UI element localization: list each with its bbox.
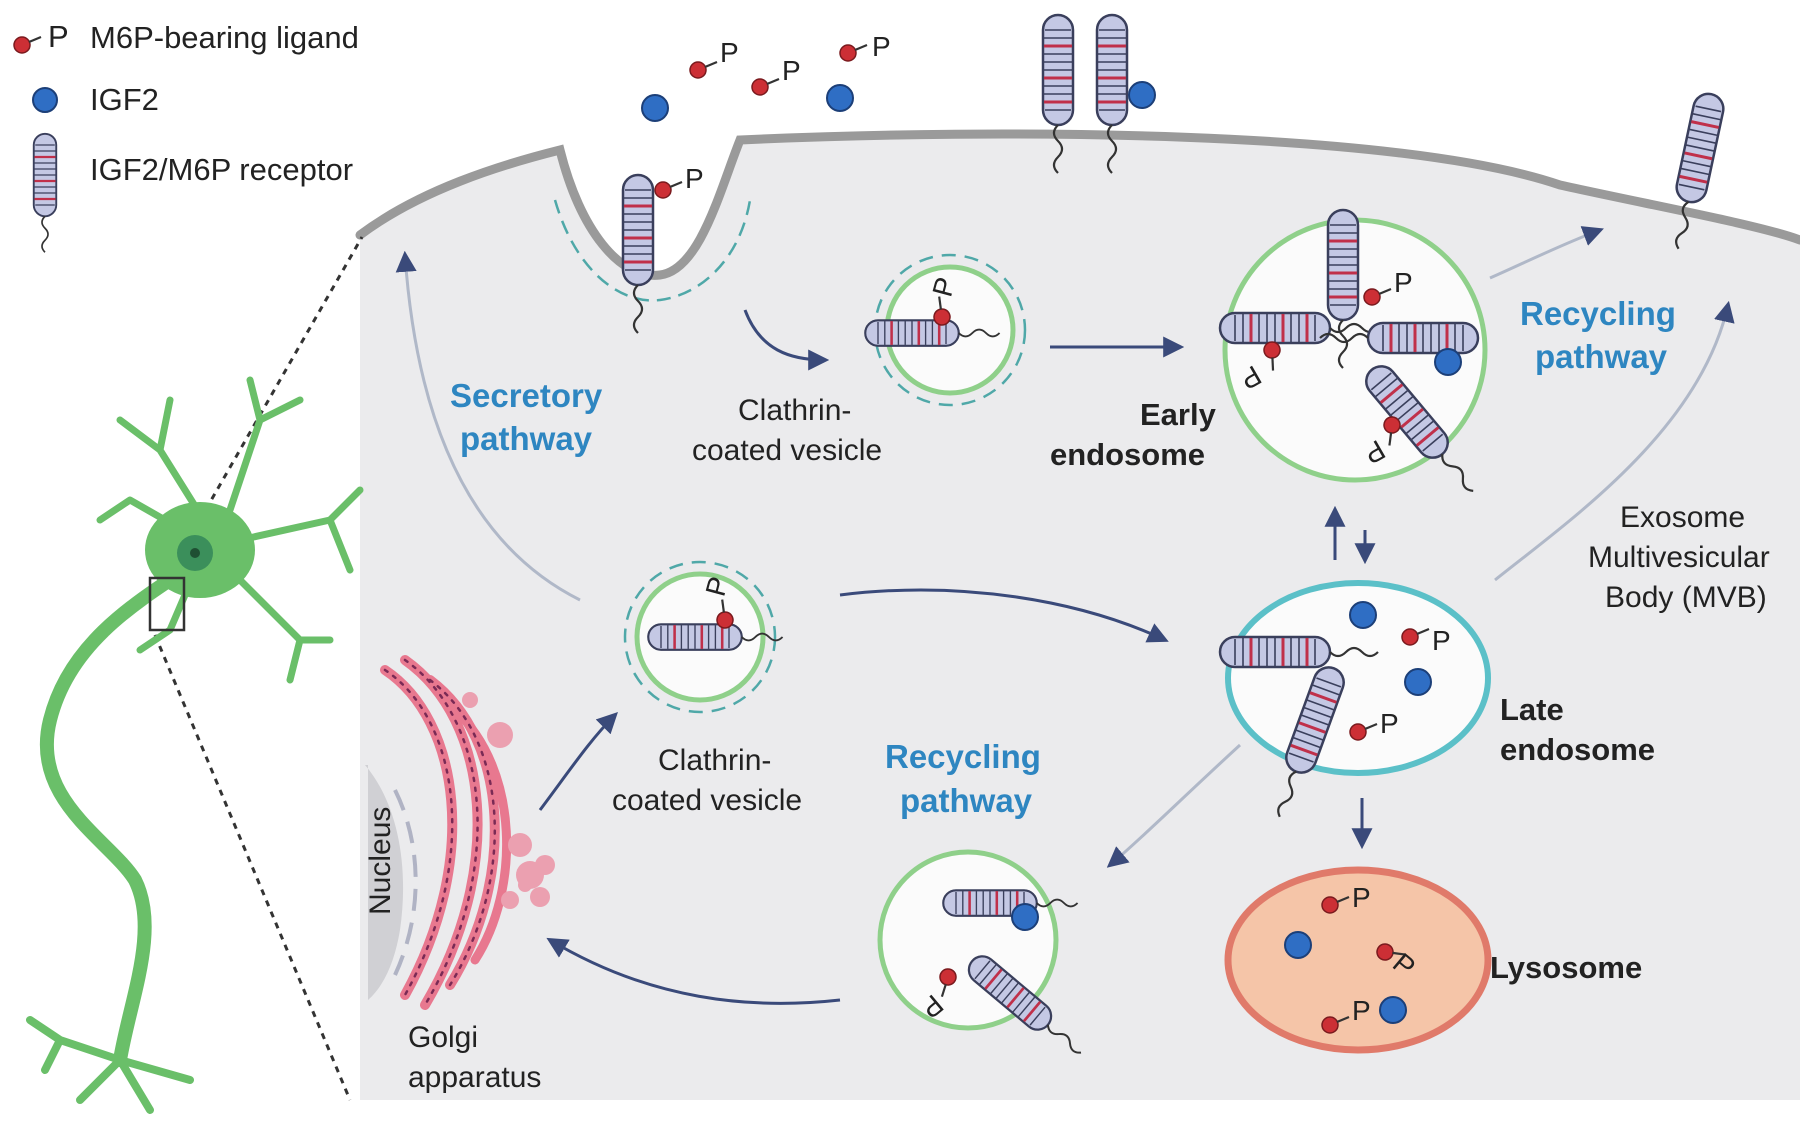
early-endosome-label-1: Early bbox=[1140, 397, 1217, 432]
legend: P M6P-bearing ligand IGF2 IGF2/M6P recep… bbox=[12, 19, 359, 254]
ccv-mid-label-2: coated vesicle bbox=[612, 784, 802, 817]
ccv-top-label-1: Clathrin- bbox=[738, 394, 851, 427]
recycling-bottom-label-2: pathway bbox=[900, 782, 1033, 819]
svg-text:P: P bbox=[1394, 267, 1413, 298]
arrows bbox=[395, 226, 1735, 1005]
invagination-ligand bbox=[653, 180, 684, 200]
invagination-ligand-p: P bbox=[685, 163, 704, 194]
recycling-top-label-2: pathway bbox=[1535, 338, 1668, 375]
recycling-bottom-label-1: Recycling bbox=[885, 738, 1041, 775]
ccv-top-label-2: coated vesicle bbox=[692, 434, 882, 467]
arrow-golgi-to-ccv bbox=[538, 712, 618, 811]
lysosome-label: Lysosome bbox=[1490, 950, 1642, 985]
ligand-extracellular-2 bbox=[750, 77, 781, 97]
secretory-label-1: Secretory bbox=[450, 377, 603, 414]
late-endosome-label-1: Late bbox=[1500, 692, 1564, 727]
svg-text:P: P bbox=[1352, 995, 1371, 1026]
legend-ligand-icon bbox=[12, 35, 43, 55]
nucleus-label: Nucleus bbox=[364, 807, 397, 915]
exosome-label-1: Exosome bbox=[1620, 501, 1745, 534]
igf2-extracellular-2 bbox=[826, 84, 854, 112]
legend-ligand-label: M6P-bearing ligand bbox=[90, 20, 359, 55]
arrow-secretory bbox=[395, 250, 581, 602]
igf2-bound-surface bbox=[1128, 81, 1156, 109]
arrow-late-to-recycling bbox=[1106, 743, 1242, 868]
ligand-p-1: P bbox=[720, 37, 739, 68]
plasma-membrane bbox=[355, 129, 1800, 280]
ccv-middle: P bbox=[623, 560, 784, 714]
legend-igf2-icon bbox=[32, 87, 58, 113]
golgi-apparatus bbox=[380, 655, 555, 1010]
golgi-label-1: Golgi bbox=[408, 1021, 478, 1054]
neuron-illustration bbox=[26, 376, 364, 1114]
legend-igf2-label: IGF2 bbox=[90, 82, 159, 117]
legend-receptor-label: IGF2/M6P receptor bbox=[90, 152, 353, 187]
arrow-invagination-to-ccv bbox=[743, 309, 830, 371]
recycling-top-label-1: Recycling bbox=[1520, 295, 1676, 332]
arrow-recycling-to-golgi bbox=[546, 937, 841, 1005]
igf2-extracellular-1 bbox=[641, 94, 669, 122]
svg-text:P: P bbox=[1352, 882, 1371, 913]
zoom-box bbox=[148, 576, 186, 632]
exosome-label-3: Body (MVB) bbox=[1605, 581, 1767, 614]
legend-receptor-icon bbox=[32, 132, 58, 254]
nucleus bbox=[365, 765, 404, 1000]
svg-text:P: P bbox=[1380, 708, 1399, 739]
zoom-line-bottom bbox=[153, 634, 352, 1101]
svg-text:P: P bbox=[1432, 625, 1451, 656]
arrow-early-to-surface bbox=[1489, 226, 1604, 280]
late-endosome-label-2: endosome bbox=[1500, 732, 1655, 767]
secretory-label-2: pathway bbox=[460, 420, 593, 457]
invagination-clathrin-coat bbox=[553, 199, 752, 302]
ligand-p-2: P bbox=[782, 55, 801, 86]
ccv-top: P bbox=[863, 253, 1027, 407]
arrow-ccv-to-late bbox=[839, 588, 1169, 643]
exosome-label-2: Multivesicular bbox=[1588, 541, 1770, 574]
arrow-mvb-to-surface bbox=[1494, 300, 1735, 582]
ligand-extracellular-3 bbox=[838, 43, 869, 63]
late-endosome: P P bbox=[1218, 580, 1491, 824]
ligand-p-3: P bbox=[872, 31, 891, 62]
lysosome: P P P bbox=[1224, 866, 1492, 1054]
ligand-extracellular-1 bbox=[688, 60, 719, 80]
legend-ligand-p: P bbox=[48, 19, 69, 54]
early-endosome: P P P bbox=[1218, 208, 1488, 503]
golgi-label-2: apparatus bbox=[408, 1061, 541, 1094]
early-endosome-label-2: endosome bbox=[1050, 437, 1205, 472]
ccv-mid-label-1: Clathrin- bbox=[658, 744, 771, 777]
